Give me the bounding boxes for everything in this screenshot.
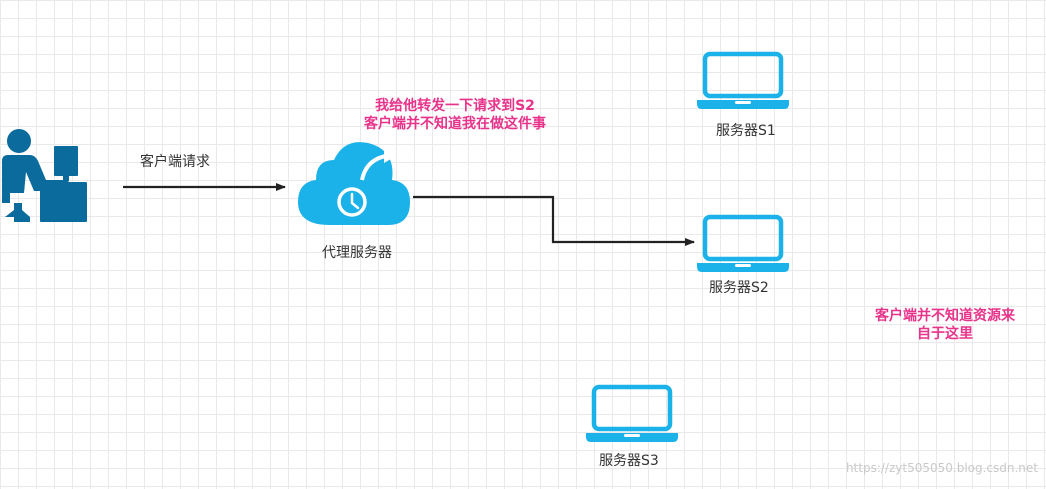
client-annotation: 客户端并不知道资源来 自于这里: [855, 307, 1035, 343]
server-s3-label: 服务器S3: [599, 453, 659, 469]
watermark: https://zyt505050.blog.csdn.net: [845, 461, 1038, 475]
cloud-clock-forward-icon: [298, 142, 410, 225]
client-annotation-line2: 自于这里: [917, 326, 973, 342]
proxy-annotation-line1: 我给他转发一下请求到S2: [375, 98, 535, 114]
client-request-label: 客户端请求: [140, 154, 210, 170]
laptop-icon: [697, 54, 789, 109]
proxy-server-label: 代理服务器: [322, 245, 392, 261]
proxy-annotation: 我给他转发一下请求到S2 客户端并不知道我在做这件事: [340, 97, 570, 133]
server-s1-label: 服务器S1: [716, 123, 776, 139]
client-annotation-line1: 客户端并不知道资源来: [875, 308, 1015, 324]
proxy-annotation-line2: 客户端并不知道我在做这件事: [364, 116, 546, 132]
laptop-icon: [586, 387, 678, 442]
forward-request-arrow: [413, 195, 695, 246]
laptop-icon: [697, 217, 789, 272]
user-at-computer-icon: [2, 129, 87, 222]
server-s2-label: 服务器S2: [709, 280, 769, 296]
